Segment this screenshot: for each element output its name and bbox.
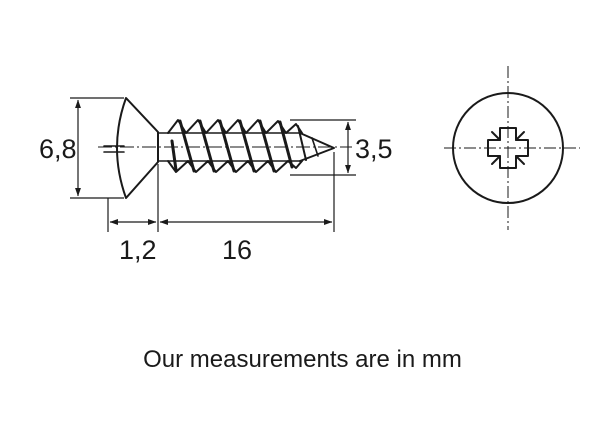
- screw-side-view: [103, 97, 335, 199]
- top-view-head-circle: [452, 92, 564, 204]
- dimension-head-diameter: [70, 97, 124, 199]
- screw-head-outline: [116, 97, 159, 199]
- dimension-lengths: [107, 152, 335, 232]
- length-label: 16: [222, 235, 252, 265]
- screw-head-top-view: [444, 66, 580, 230]
- dimension-thread-diameter: [290, 119, 356, 176]
- head-diameter-label: 6,8: [39, 134, 77, 164]
- thread-diameter-label: 3,5: [355, 134, 393, 164]
- head-height-label: 1,2: [119, 235, 157, 265]
- screw-thread-bottom: [167, 160, 303, 173]
- units-caption: Our measurements are in mm: [143, 346, 462, 373]
